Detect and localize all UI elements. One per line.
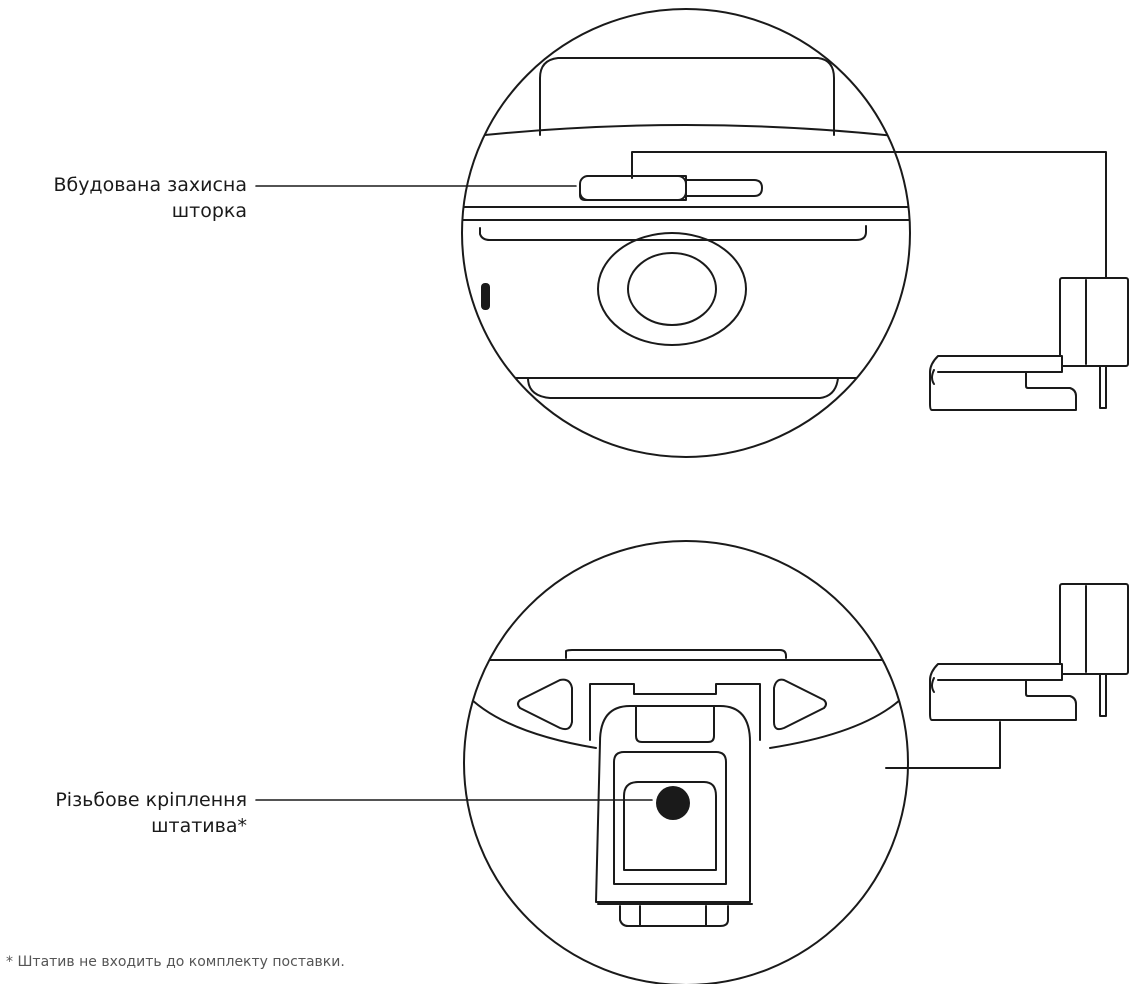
webcam-side-mounted-icon [929,583,1129,721]
tripod-thread-hole [656,786,690,820]
webcam-front-shutter-closeup-icon [461,8,911,458]
shutter-label-line1: Вбудована захисна [53,174,247,196]
shutter-callout-label: Вбудована захисна шторка [0,172,247,224]
shutter-connector-line [631,151,1107,279]
tripod-connector-line [885,721,1001,769]
tripod-label-line1: Різьбове кріплення [55,789,247,811]
webcam-side-mounted-icon [929,277,1129,411]
footnote: * Штатив не входить до комплекту поставк… [6,954,345,970]
tripod-mount-callout-label: Різьбове кріплення штатива* [0,787,247,839]
webcam-bottom-tripod-mount-closeup-icon [463,540,909,984]
tripod-label-line2: штатива* [151,815,247,837]
shutter-label-line2: шторка [171,200,247,222]
